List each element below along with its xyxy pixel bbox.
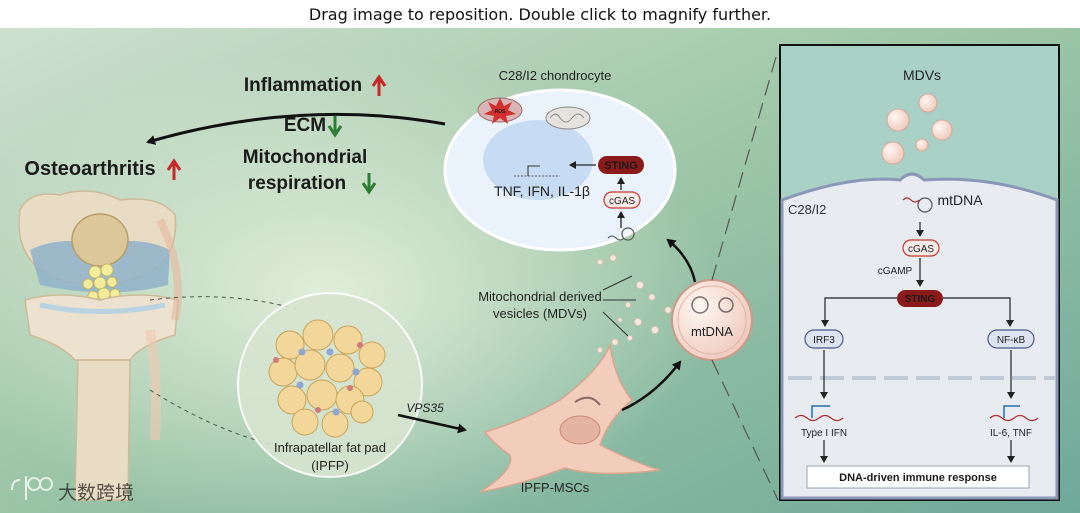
mdv-label-line2: vesicles (MDVs) [493,306,587,321]
ipfp-adipocyte-cluster: Infrapatellar fat pad (IPFP) [237,292,423,478]
knee-joint-illustration [18,190,182,501]
ecm-down-arrow [327,116,343,138]
ipfp-msc-cell: IPFP-MSCs [479,342,661,495]
mito-resp-line2: respiration [248,173,346,194]
panel-sting-label: STING [905,294,936,305]
watermark: 大数跨境 [11,476,134,504]
ecm-label: ECM [284,115,326,136]
chondrocyte-title: C28/I2 chondrocyte [499,68,612,83]
sting-label-cell: STING [604,160,638,172]
mdv-label-line1: Mitochondrial derived [478,289,602,304]
mito-resp-down-arrow [361,173,377,195]
mtdna-vesicle-label: mtDNA [691,324,733,339]
panel-mtdna-label: mtDNA [937,192,983,208]
mtdna-vesicle: mtDNA [671,279,753,361]
panel-il6-tnf-label: IL-6, TNF [990,428,1032,439]
panel-sting-node [897,290,943,307]
cytokines-label: TNF, IFN, IL-1β [494,183,590,199]
panel-cgamp-label: cGAMP [878,266,913,277]
cgas-label-cell: cGAS [609,196,635,207]
viewer-instruction: Drag image to reposition. Double click t… [308,5,772,24]
damaged-mitochondrion: ROS [477,97,523,124]
cgas-node-cell [603,191,641,209]
panel-nfkb-node [987,329,1035,349]
osteoarthritis-label: Osteoarthritis [24,158,155,180]
panel-type1-ifn-label: Type I IFN [801,428,847,439]
panel-response-label: DNA-driven immune response [839,472,997,484]
panel-response-box [806,465,1030,489]
inflammation-up-arrow [371,74,387,96]
panel-irf3-label: IRF3 [813,335,835,346]
zoom-line-top [711,49,779,281]
ros-label: ROS [495,109,507,115]
panel-cgas-node [902,239,940,257]
msc-to-vesicle-arrow [621,360,682,412]
sting-node-cell [598,156,644,174]
watermark-logo-icon [11,476,54,500]
vps35-label: VPS35 [406,401,444,415]
panel-cgas-label: cGAS [908,244,934,255]
vps35-arrow [397,413,467,434]
panel-mdv-vesicles [881,93,953,165]
vesicle-to-cell-arrow [666,238,697,283]
mdv-pointer-lines [602,275,636,337]
inflammation-label: Inflammation [244,75,362,96]
panel-nfkb-label: NF-κB [997,335,1026,346]
viewer-hint-bar: Drag image to reposition. Double click t… [0,0,1080,28]
panel-cell-label: C28/I2 [788,202,826,217]
zoom-line-bottom [711,359,779,501]
panel-mdvs-label: MDVs [903,67,941,83]
mito-resp-line1: Mitochondrial [243,147,368,168]
mdv-dots [597,254,672,353]
ipfp-mscs-label: IPFP-MSCs [521,480,590,495]
cell-to-oa-arrow [146,112,446,145]
watermark-text: 大数跨境 [58,482,134,504]
mitochondrion [545,106,591,130]
oa-up-arrow [166,158,182,180]
ipfp-label-line1: Infrapatellar fat pad [274,440,386,455]
guide-line-upper [149,296,301,311]
mechanism-detail-panel: MDVs C28/I2 mtDNA cGAS cGAMP STING IRF3 … [779,44,1060,501]
ipfp-label-line2: (IPFP) [311,458,349,473]
chondrocyte-cell: C28/I2 chondrocyte ROS STING cGAS TNF, I… [443,68,677,252]
panel-irf3-node [804,329,844,349]
